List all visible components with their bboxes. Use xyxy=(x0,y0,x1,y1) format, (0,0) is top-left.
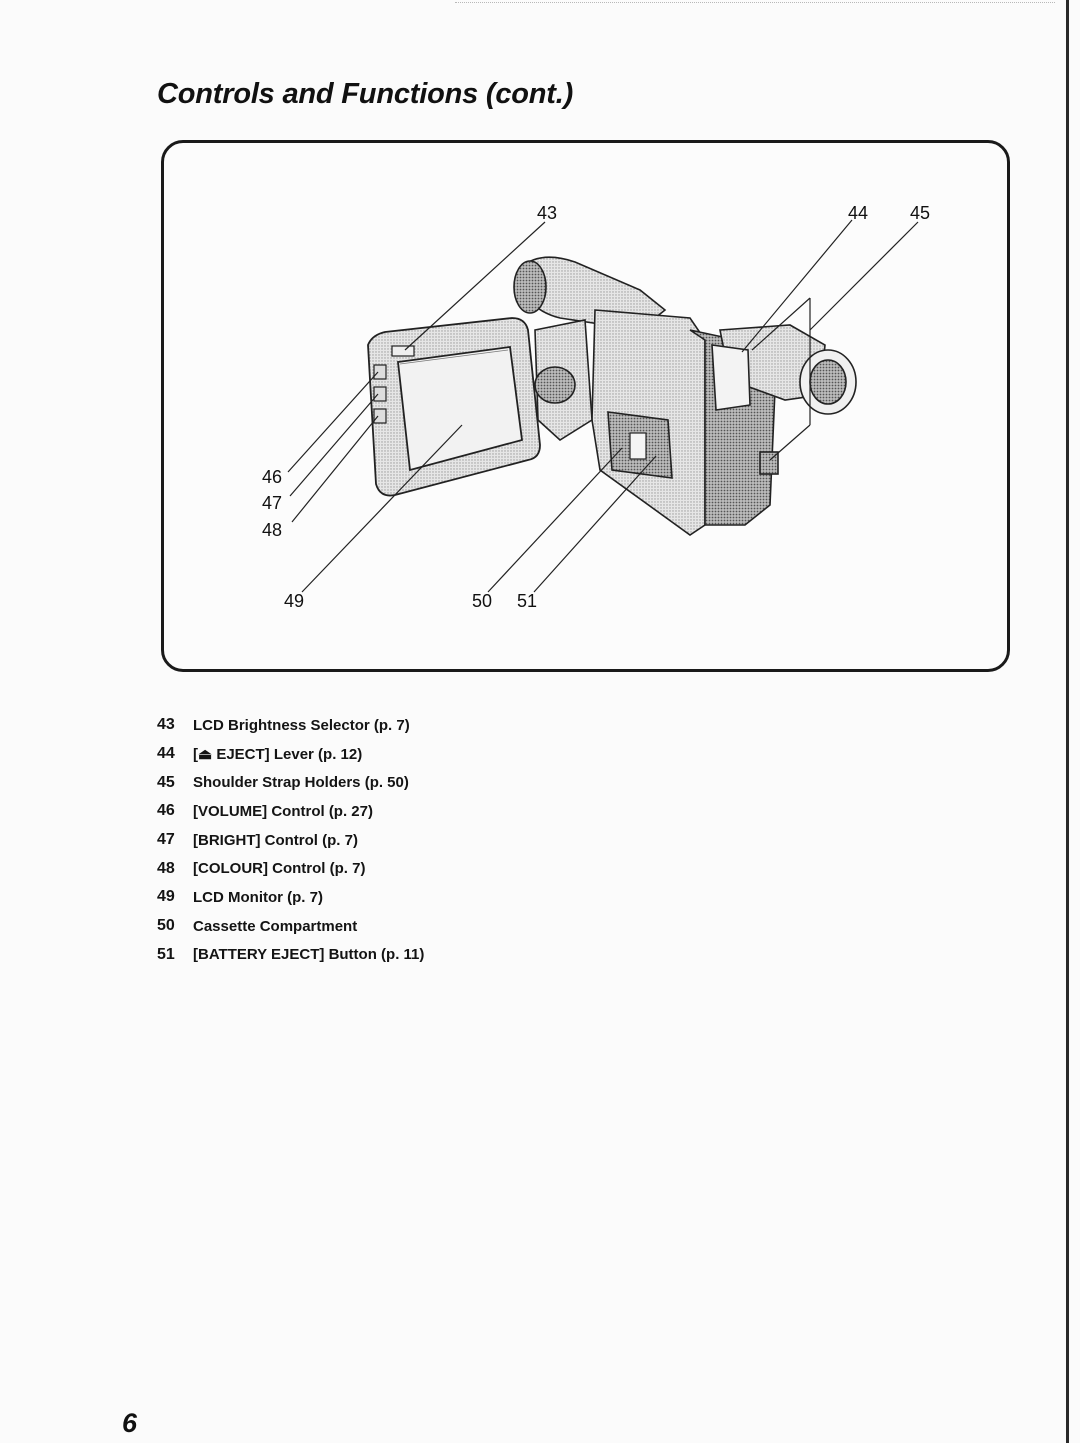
legend-item: 49 LCD Monitor (p. 7) xyxy=(157,883,424,912)
legend-number: 51 xyxy=(157,945,175,963)
legend-text: [VOLUME] Control (p. 27) xyxy=(193,802,373,820)
legend-text: [COLOUR] Control (p. 7) xyxy=(193,860,366,878)
callout-43: 43 xyxy=(537,203,558,223)
camcorder-illustration-icon xyxy=(287,219,919,593)
callout-47: 47 xyxy=(262,493,283,513)
callout-45: 45 xyxy=(910,203,931,223)
legend-number: 45 xyxy=(157,773,175,791)
page-title: Controls and Functions (cont.) xyxy=(157,78,574,110)
callout-48: 48 xyxy=(262,520,283,540)
legend-item: 48 [COLOUR] Control (p. 7) xyxy=(157,854,424,883)
legend-number: 47 xyxy=(157,831,175,849)
legend-item: 47 [BRIGHT] Control (p. 7) xyxy=(157,826,424,855)
legend-text: [⏏ EJECT] Lever (p. 12) xyxy=(193,746,363,764)
lcd-monitor-panel xyxy=(367,317,541,497)
legend-item: 51 [BATTERY EJECT] Button (p. 11) xyxy=(157,941,424,970)
callout-leader-lines xyxy=(287,219,919,593)
callout-46: 46 xyxy=(262,467,283,487)
legend-item: 44 [⏏ EJECT] Lever (p. 12) xyxy=(157,740,424,769)
legend-number: 43 xyxy=(157,716,175,734)
scan-right-edge xyxy=(1066,0,1069,1443)
callout-51: 51 xyxy=(517,591,538,611)
legend-number: 50 xyxy=(157,917,175,935)
callout-44: 44 xyxy=(848,203,869,223)
callout-50: 50 xyxy=(472,591,493,611)
legend-text: [BRIGHT] Control (p. 7) xyxy=(193,831,358,849)
legend-number: 44 xyxy=(157,745,175,763)
scan-top-rule xyxy=(455,2,1055,3)
legend-number: 48 xyxy=(157,859,175,877)
legend-text: LCD Monitor (p. 7) xyxy=(193,888,323,906)
legend-number: 49 xyxy=(157,888,175,906)
legend-item: 46 [VOLUME] Control (p. 27) xyxy=(157,797,424,826)
legend-number: 46 xyxy=(157,802,175,820)
parts-legend: 43 LCD Brightness Selector (p. 7) 44 [⏏ … xyxy=(157,711,424,969)
legend-text: LCD Brightness Selector (p. 7) xyxy=(193,716,410,734)
legend-item: 50 Cassette Compartment xyxy=(157,912,424,941)
callout-49: 49 xyxy=(284,591,305,611)
page-number: 6 xyxy=(122,1408,138,1438)
legend-text: Cassette Compartment xyxy=(193,917,358,935)
legend-item: 45 Shoulder Strap Holders (p. 50) xyxy=(157,768,424,797)
camera-body xyxy=(513,256,857,536)
legend-text: [BATTERY EJECT] Button (p. 11) xyxy=(193,946,425,964)
legend-item: 43 LCD Brightness Selector (p. 7) xyxy=(157,711,424,740)
legend-text: Shoulder Strap Holders (p. 50) xyxy=(193,774,409,792)
